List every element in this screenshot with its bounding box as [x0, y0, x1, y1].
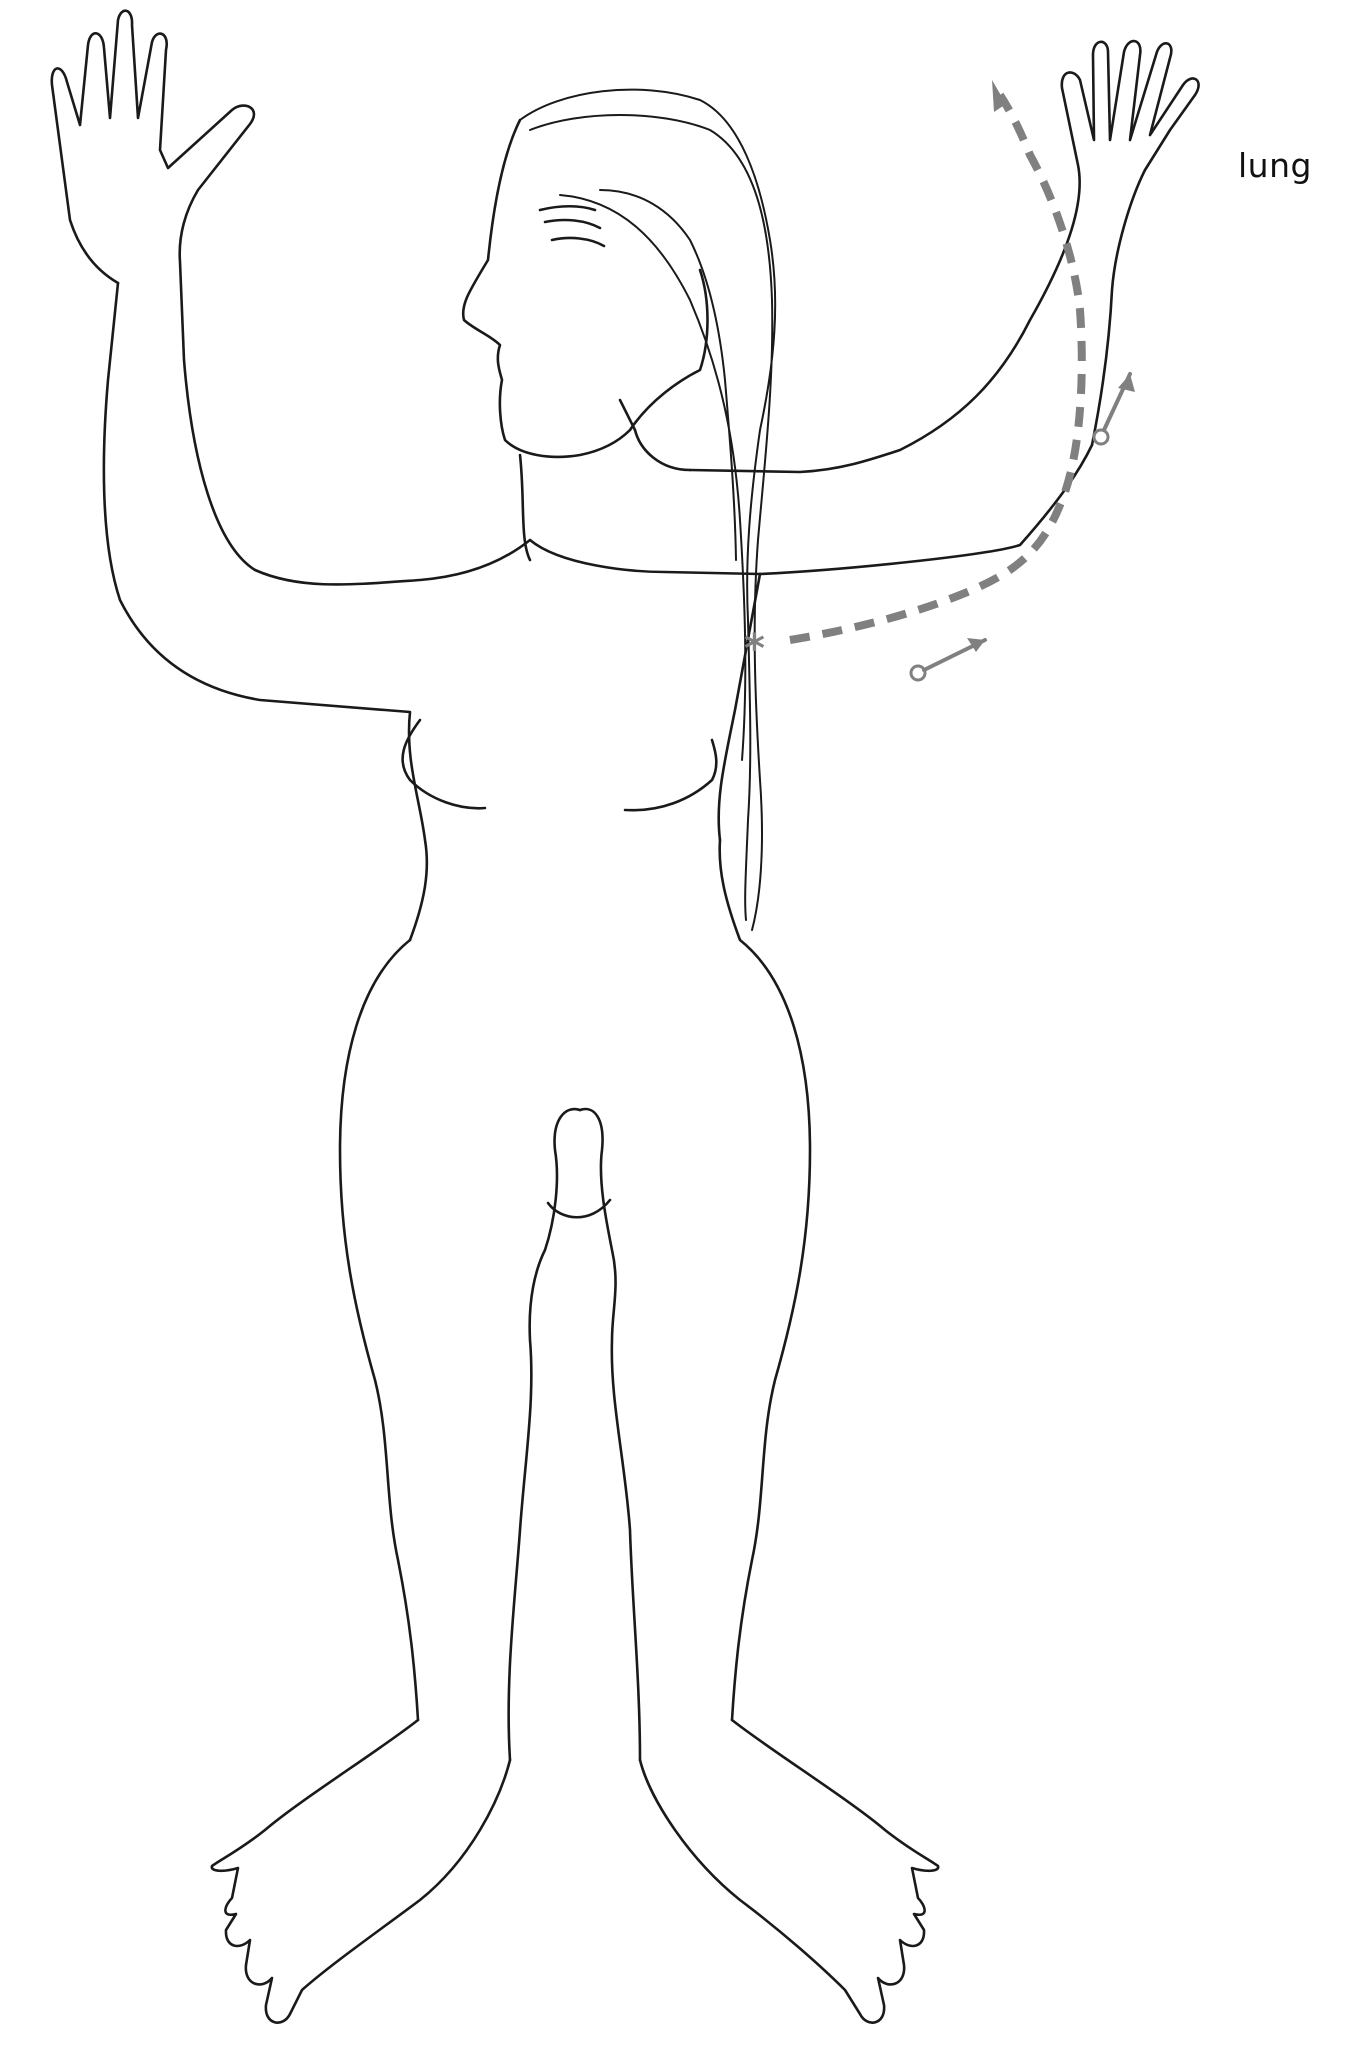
left-leg-outer — [212, 1720, 510, 2023]
hip-right-outline — [720, 840, 810, 1720]
left-leg-inner — [509, 1109, 580, 1760]
right-arm-outline — [719, 574, 760, 840]
eye-lines — [540, 206, 604, 246]
hair-strands — [520, 90, 775, 930]
chest-contour-left — [403, 720, 485, 808]
hip-left-outline — [340, 940, 418, 1720]
neck-outline — [520, 455, 530, 560]
right-hand-outline — [690, 41, 1199, 472]
shoulder-top-outline — [620, 400, 690, 470]
head-outline — [463, 120, 707, 457]
right-leg-inner — [580, 1109, 640, 1760]
crotch-outline — [548, 1200, 610, 1217]
flow-direction-arrow-icon — [1094, 374, 1135, 444]
left-torso-outline — [104, 283, 427, 940]
start-point-asterisk-icon: * — [744, 626, 765, 672]
right-leg-outer — [640, 1720, 938, 2023]
flow-direction-arrow-icon — [911, 638, 985, 680]
meridian-label: lung — [1238, 146, 1312, 185]
chest-contour-right — [625, 740, 716, 810]
